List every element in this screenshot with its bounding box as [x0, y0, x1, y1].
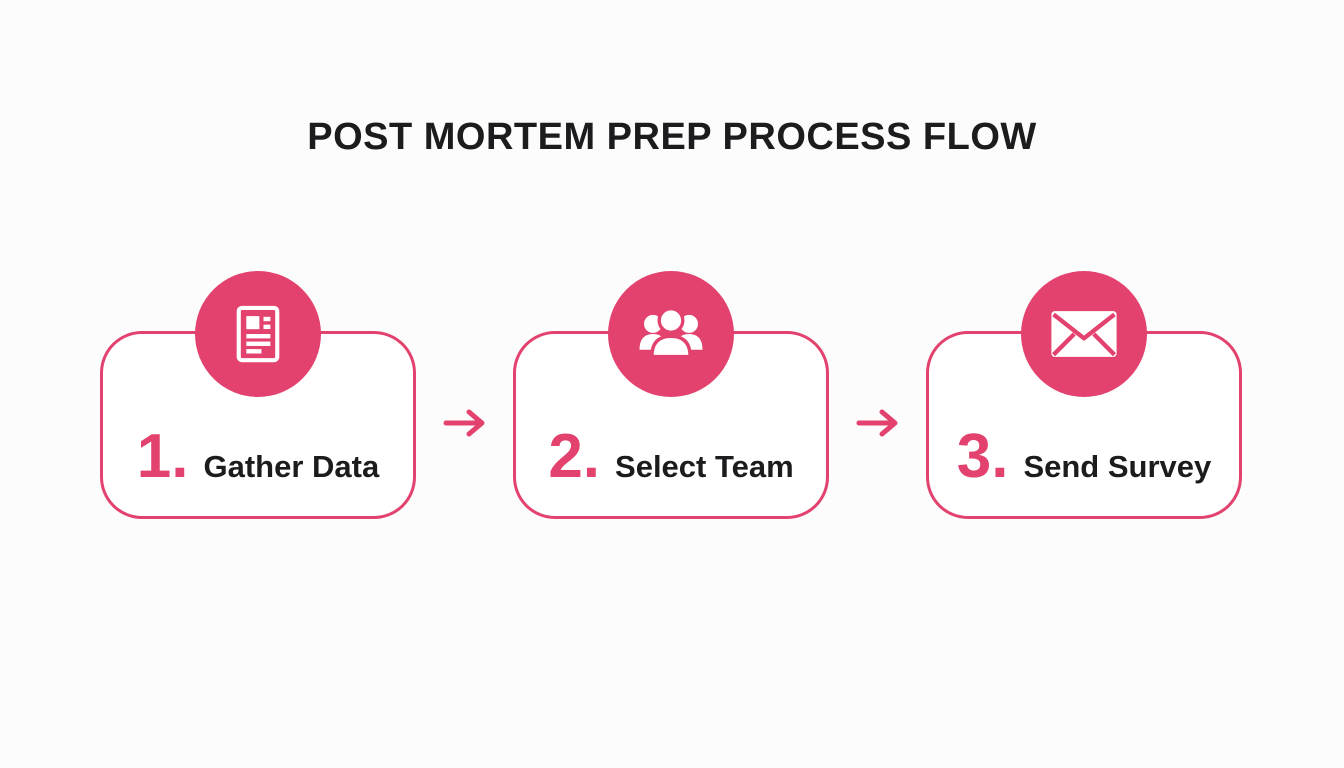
process-flow: 1. Gather Data [100, 271, 1242, 519]
step-label: Gather Data [203, 449, 380, 484]
mail-icon [1049, 309, 1119, 359]
arrow-right-icon [855, 408, 901, 443]
flow-connector [829, 331, 926, 519]
step-icon-badge [1021, 271, 1147, 397]
step-number: 3. [956, 422, 1009, 491]
arrow-right-icon [442, 408, 488, 443]
step-label: Send Survey [1023, 449, 1212, 484]
flow-connector [416, 331, 513, 519]
step-card-select-team: 2. Select Team [513, 271, 829, 519]
step-label-row: 2. Select Team [516, 426, 826, 488]
step-number: 1. [136, 422, 189, 491]
step-card-send-survey: 3. Send Survey [926, 271, 1242, 519]
step-icon-badge [195, 271, 321, 397]
step-label-row: 3. Send Survey [929, 426, 1239, 488]
step-number: 2. [548, 422, 601, 491]
document-icon [225, 301, 291, 367]
step-card-gather-data: 1. Gather Data [100, 271, 416, 519]
step-icon-badge [608, 271, 734, 397]
step-label: Select Team [615, 449, 794, 484]
step-label-row: 1. Gather Data [103, 426, 413, 488]
page-title: POST MORTEM PREP PROCESS FLOW [307, 116, 1037, 158]
team-icon [635, 304, 707, 364]
